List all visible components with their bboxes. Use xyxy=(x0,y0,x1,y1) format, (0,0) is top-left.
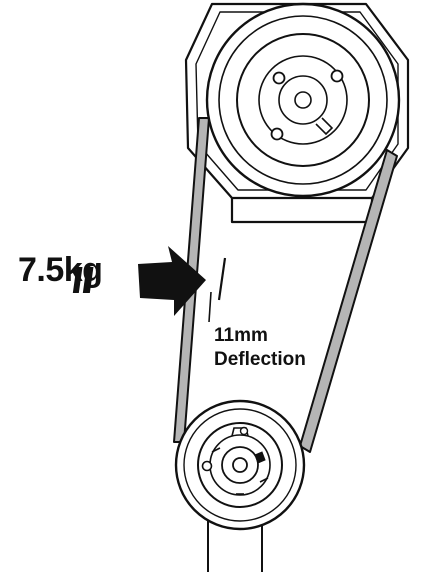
lower-shaft xyxy=(207,520,263,572)
arrow-motion-bar xyxy=(72,267,83,293)
lower-pulley-key xyxy=(254,451,266,464)
arrow-motion-bar xyxy=(82,267,94,293)
deflection-word: Deflection xyxy=(214,349,306,370)
bolt-hole-icon xyxy=(272,71,286,85)
mount-bracket xyxy=(230,194,374,224)
deflection-value: 11mm xyxy=(214,325,268,346)
housing-bevel xyxy=(195,11,399,191)
bolt-hole-icon xyxy=(330,69,344,83)
set-screw-icon xyxy=(239,426,249,436)
arrow-body xyxy=(138,246,206,316)
deflection-label: 11mm Deflection xyxy=(214,324,306,372)
set-screw-icon xyxy=(201,460,213,472)
force-arrow-icon xyxy=(72,246,206,316)
lower-pulley xyxy=(174,399,306,531)
upper-pulley-keyway xyxy=(315,117,334,136)
force-label: 7.5kg xyxy=(18,251,103,289)
upper-pulley-bore xyxy=(294,91,312,109)
belt-right-strand xyxy=(299,149,398,453)
upper-pulley xyxy=(205,2,401,198)
lower-pulley-bore xyxy=(232,457,248,473)
deflection-marker xyxy=(217,257,227,301)
deflection-marker-lower xyxy=(208,291,212,323)
bolt-hole-icon xyxy=(270,127,284,141)
